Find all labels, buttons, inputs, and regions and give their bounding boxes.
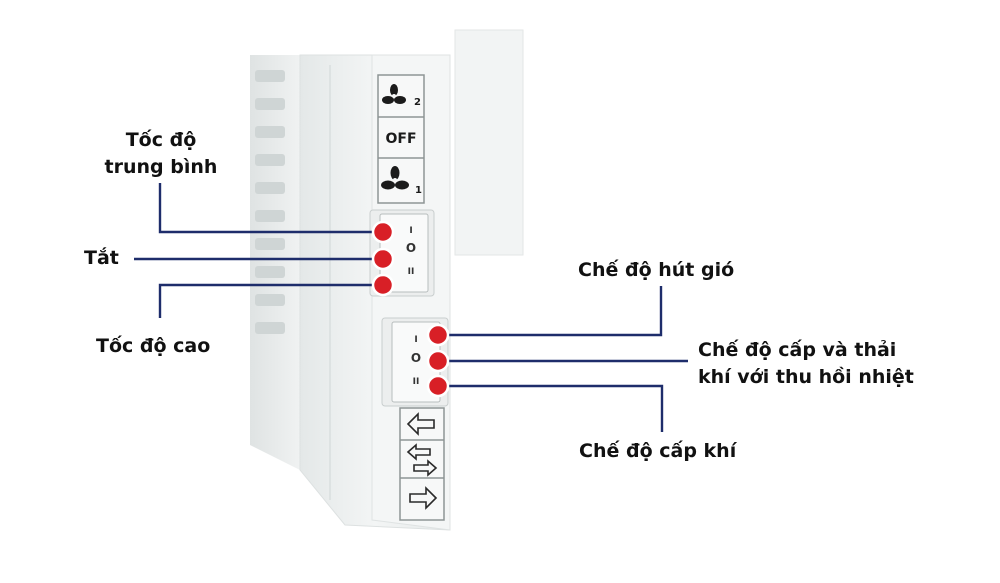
fan-speed-1-icon bbox=[381, 166, 409, 190]
fan-symbol-strip: 2 OFF 1 bbox=[377, 74, 425, 204]
fan-switch-mark-0: O bbox=[406, 241, 416, 255]
label-off: Tắt bbox=[84, 247, 119, 269]
connector-high-speed bbox=[158, 283, 383, 318]
marker-supply-mode bbox=[426, 374, 450, 398]
connector-exhaust-mode bbox=[438, 286, 663, 337]
marker-high-speed bbox=[371, 273, 395, 297]
mode-switch-mark-1: I bbox=[414, 335, 417, 345]
fan-speed-2-icon bbox=[382, 84, 406, 104]
fan-speed-1-mark: 1 bbox=[415, 185, 422, 196]
fan-off-text: OFF bbox=[385, 131, 416, 147]
mode-switch-mark-0: O bbox=[411, 351, 421, 365]
position-markers bbox=[371, 220, 450, 398]
arrow-left-icon bbox=[406, 412, 435, 436]
label-medium-speed: Tốc độ trung bình bbox=[86, 127, 236, 181]
connector-medium-speed bbox=[158, 183, 383, 234]
side-vents bbox=[255, 70, 285, 334]
label-supply-exhaust-mode-line-1: Chế độ cấp và thải bbox=[698, 339, 897, 361]
label-exhaust-mode: Chế độ hút gió bbox=[578, 259, 735, 281]
side-panel bbox=[250, 55, 300, 470]
exchange-arrows-icon bbox=[406, 443, 438, 477]
mode-symbol-strip bbox=[399, 407, 445, 521]
marker-exhaust-mode bbox=[426, 323, 450, 347]
connector-supply-mode bbox=[438, 384, 664, 432]
marker-supply-exhaust-mode bbox=[426, 349, 450, 373]
mode-switch-mark-2: II bbox=[413, 377, 420, 387]
fan-switch-mark-2: II bbox=[408, 267, 415, 277]
marker-off bbox=[371, 247, 395, 271]
label-supply-exhaust-mode-line-2: khí với thu hồi nhiệt bbox=[698, 366, 914, 388]
label-high-speed: Tốc độ cao bbox=[96, 335, 211, 357]
fan-speed-2-mark: 2 bbox=[414, 97, 421, 108]
connector-lines bbox=[134, 183, 688, 432]
back-housing bbox=[454, 29, 524, 256]
label-supply-mode: Chế độ cấp khí bbox=[579, 440, 737, 462]
label-medium-speed-line-1: Tốc độ bbox=[125, 129, 197, 151]
arrow-right-icon bbox=[409, 486, 438, 510]
fan-switch-mark-1: I bbox=[409, 226, 412, 236]
label-supply-exhaust-mode: Chế độ cấp và thải khí với thu hồi nhiệt bbox=[698, 337, 914, 391]
marker-medium-speed bbox=[371, 220, 395, 244]
label-medium-speed-line-2: trung bình bbox=[104, 156, 218, 178]
